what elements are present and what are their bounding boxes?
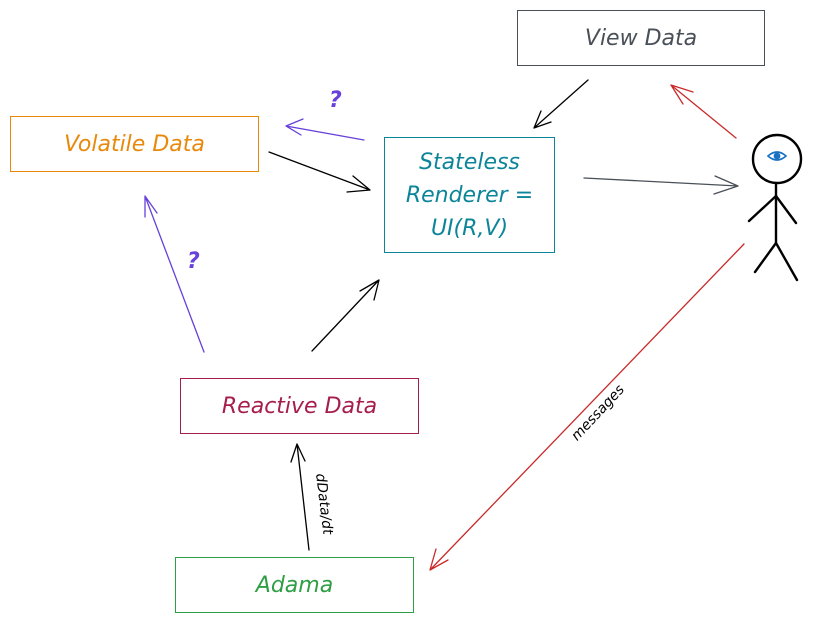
renderer-line-1: Stateless xyxy=(419,149,520,175)
arrow-reactive-to-renderer xyxy=(311,279,380,352)
renderer-line-3: UI(R,V) xyxy=(430,215,509,241)
renderer-line-2: Renderer = xyxy=(405,182,534,208)
user-arms xyxy=(747,194,798,225)
arrow-renderer-to-volatile xyxy=(285,118,365,141)
arrow-renderer-to-user xyxy=(583,175,739,195)
node-reactive-data-label: Reactive Data xyxy=(221,393,378,419)
node-stateless-renderer: Stateless Renderer = UI(R,V) xyxy=(384,137,555,253)
node-view-data-label: View Data xyxy=(584,25,698,51)
arrow-adama-to-reactive xyxy=(290,443,310,551)
arrow-volatile-to-renderer xyxy=(268,151,371,193)
user-legs xyxy=(753,241,799,282)
node-volatile-data-label: Volatile Data xyxy=(64,131,205,157)
arrow-user-to-view xyxy=(670,84,737,139)
node-volatile-data: Volatile Data xyxy=(10,116,259,172)
arrow-view-to-renderer xyxy=(533,79,589,129)
node-adama: Adama xyxy=(175,557,414,613)
arrow-user-to-adama xyxy=(429,243,745,571)
arrow-reactive-to-volatile xyxy=(144,195,205,353)
node-view-data: View Data xyxy=(517,10,765,66)
user-head xyxy=(751,133,803,185)
eye-icon xyxy=(766,151,788,161)
node-adama-label: Adama xyxy=(255,572,334,598)
node-reactive-data: Reactive Data xyxy=(180,378,419,434)
question-label-reactive-volatile: ? xyxy=(187,249,200,274)
question-label-renderer-volatile: ? xyxy=(329,88,342,113)
user-stick-figure xyxy=(747,133,803,282)
